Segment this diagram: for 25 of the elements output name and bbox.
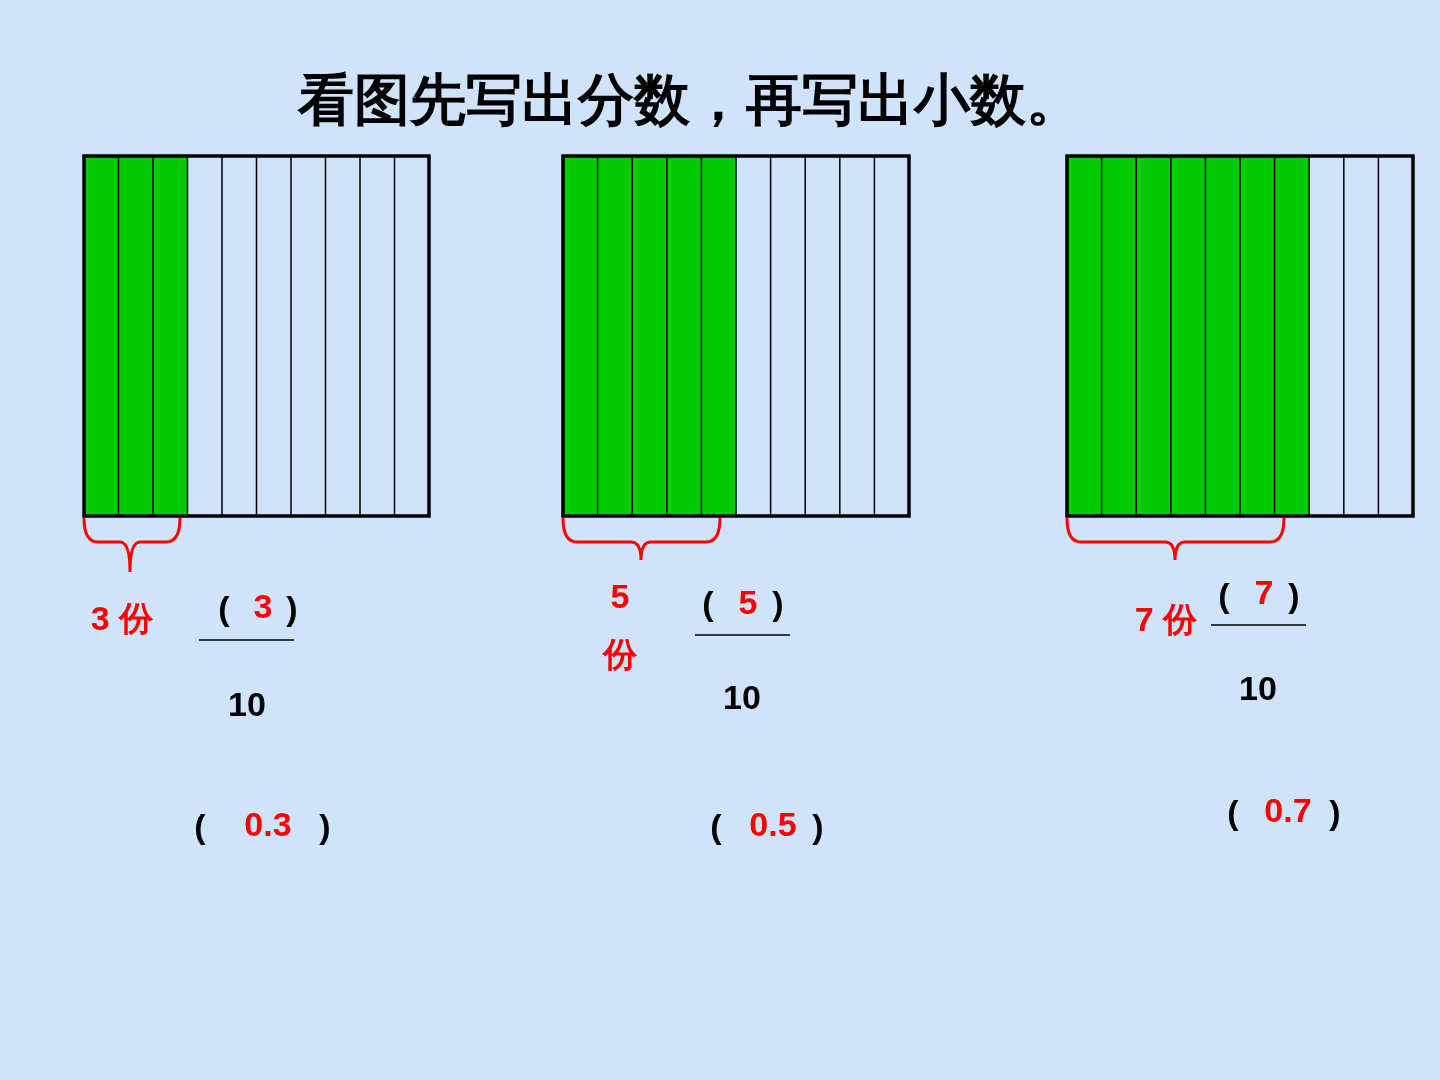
parenthesis: ) xyxy=(812,806,824,846)
decimal-answer: 0.3 xyxy=(244,804,292,844)
parenthesis: ) xyxy=(1329,792,1341,832)
parenthesis: ( xyxy=(1227,792,1239,832)
parenthesis: ) xyxy=(319,806,331,846)
numerator-answer: 7 xyxy=(1254,572,1274,612)
parenthesis: ( xyxy=(194,806,206,846)
numerator-answer: 3 xyxy=(253,586,273,626)
title: 看图先写出分数，再写出小数。 xyxy=(298,67,1082,133)
parenthesis: ( xyxy=(710,806,722,846)
parenthesis: ( xyxy=(218,588,230,628)
parenthesis: ) xyxy=(772,583,784,623)
parts-label: 5 份 xyxy=(601,576,638,675)
decimal-answer: 0.7 xyxy=(1264,790,1312,830)
denominator: 10 xyxy=(723,677,761,717)
denominator: 10 xyxy=(1239,668,1277,708)
parenthesis: ) xyxy=(286,588,298,628)
parenthesis: ( xyxy=(1218,575,1230,615)
numerator-answer: 5 xyxy=(738,582,758,622)
denominator: 10 xyxy=(228,684,266,724)
parts-label: 3 份 xyxy=(90,598,154,638)
decimal-answer: 0.5 xyxy=(749,804,797,844)
parenthesis: ( xyxy=(702,583,714,623)
parts-label: 7 份 xyxy=(1134,599,1198,639)
parenthesis: ) xyxy=(1288,575,1300,615)
